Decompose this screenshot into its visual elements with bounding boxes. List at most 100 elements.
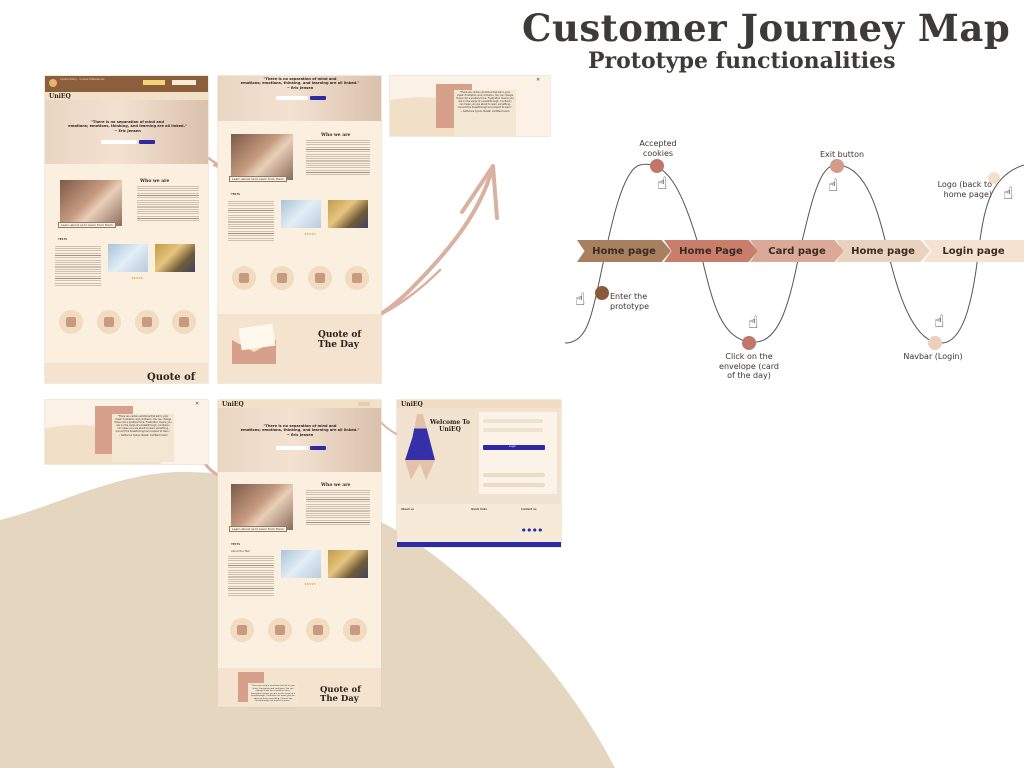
logo[interactable]: UniEQ — [222, 401, 244, 408]
logo[interactable]: UniEQ — [401, 401, 423, 408]
about-test-label: About the Test — [231, 550, 250, 553]
quote-note-small: "There are certain emotions that set in … — [248, 683, 298, 705]
footer-about-us: About us — [401, 508, 415, 511]
screen-home-return: UniEQ "There is no separation of mind an… — [218, 400, 381, 707]
navbar-login-link[interactable] — [358, 402, 370, 406]
team-photo — [60, 180, 122, 226]
step-dot-navbar — [928, 336, 942, 350]
navbar — [218, 400, 381, 408]
tests-heading: TESTS — [231, 193, 241, 196]
feature-circle-1[interactable] — [232, 266, 256, 290]
login-button-label: Login — [509, 445, 516, 448]
feature-circle-2[interactable] — [270, 266, 294, 290]
page-title: Customer Journey Map — [522, 6, 1011, 50]
subscribe-button[interactable] — [139, 140, 155, 144]
feature-circle-3[interactable] — [308, 266, 332, 290]
who-we-are-heading: Who we are — [321, 133, 351, 138]
facebook-login-button[interactable] — [483, 483, 545, 487]
product-thumb-2[interactable] — [328, 550, 368, 578]
photo-caption: Learn about us to learn from them — [229, 176, 287, 182]
product-thumb-1[interactable] — [281, 550, 321, 578]
team-photo — [231, 134, 293, 180]
email-input[interactable] — [101, 140, 137, 144]
feature-circle-2[interactable] — [97, 310, 121, 334]
subscribe-button[interactable] — [310, 446, 326, 450]
product-thumb-2[interactable] — [155, 244, 195, 272]
who-we-are-text — [306, 140, 370, 176]
feature-circle-4[interactable] — [345, 266, 369, 290]
subscribe-button[interactable] — [310, 96, 326, 100]
tests-heading: TESTS — [58, 238, 68, 241]
email-input[interactable] — [276, 446, 308, 450]
navbar — [45, 92, 208, 100]
feature-circle-3[interactable] — [306, 618, 330, 642]
feature-circle-1[interactable] — [59, 310, 83, 334]
cookie-banner — [45, 76, 208, 92]
product-thumb-1[interactable] — [108, 244, 148, 272]
feature-circle-1[interactable] — [230, 618, 254, 642]
product-rating: ★★★★★ — [131, 276, 143, 280]
who-we-are-heading: Who we are — [321, 483, 351, 488]
screen-card-page-2: "There are certain emotions that set in … — [45, 400, 208, 464]
login-form — [479, 412, 557, 494]
who-we-are-text — [137, 186, 199, 222]
close-icon[interactable]: ✕ — [536, 77, 541, 83]
navbar — [397, 400, 561, 408]
pointer-hand-icon: ☝ — [934, 312, 945, 332]
decline-cookies-button[interactable] — [172, 80, 196, 85]
tests-text — [228, 201, 274, 241]
login-button[interactable] — [483, 445, 545, 450]
stage-3: Card page — [750, 240, 844, 262]
cookie-text: Cookie Policy · Cookie Preferences — [60, 78, 105, 81]
pointer-hand-icon: ☝ — [1003, 184, 1014, 204]
email-field[interactable] — [483, 419, 543, 423]
tests-text — [228, 556, 274, 596]
stage-2: Home Page — [664, 240, 758, 262]
product-thumb-1[interactable] — [281, 200, 321, 228]
quote-title-partial: Quote of — [147, 372, 196, 383]
step-label-navbar: Navbar (Login) — [903, 352, 963, 361]
google-login-button[interactable] — [483, 473, 545, 477]
feature-circle-3[interactable] — [135, 310, 159, 334]
logo[interactable]: UniEQ — [49, 93, 71, 100]
feature-circle-2[interactable] — [268, 618, 292, 642]
flow-arrow-head — [460, 164, 499, 220]
step-dot-exit — [830, 159, 844, 173]
feature-circle-4[interactable] — [172, 310, 196, 334]
photo-caption: Learn about us to learn from them — [229, 526, 287, 532]
pointer-hand-icon: ☝ — [828, 176, 839, 196]
pointer-hand-icon: ☝ — [657, 174, 668, 194]
product-thumb-2[interactable] — [328, 200, 368, 228]
step-dot-cookies — [650, 159, 664, 173]
footer-quick-links: Quick links — [471, 508, 487, 511]
quote-note: "There are certain emotions that set in … — [112, 414, 174, 462]
stage-4: Home page — [836, 240, 930, 262]
envelope-letter[interactable] — [238, 323, 276, 351]
product-rating: ★★★★★ — [304, 582, 316, 586]
hero — [218, 408, 381, 472]
accept-cookies-button[interactable] — [143, 80, 165, 85]
footer-bar — [397, 542, 561, 547]
feature-circle-4[interactable] — [343, 618, 367, 642]
cookie-icon — [49, 79, 57, 87]
quote-of-the-day-title: Quote of The Day — [320, 685, 361, 705]
password-field[interactable] — [483, 428, 543, 432]
pointer-hand-icon: ☝ — [575, 290, 586, 310]
quote-of-the-day-title: Quote of The Day — [318, 330, 362, 350]
who-we-are-heading: Who we are — [140, 179, 170, 184]
stage-5: Login page — [923, 240, 1024, 262]
close-icon[interactable]: ✕ — [195, 401, 200, 407]
screen-card-page: "There are certain emotions that set in … — [390, 76, 550, 136]
email-input[interactable] — [276, 96, 308, 100]
quote-section — [45, 363, 208, 383]
who-we-are-text — [306, 490, 370, 526]
social-icons[interactable] — [521, 528, 543, 532]
screen-login-page: UniEQ Welcome To UniEQ Login About us Qu… — [397, 400, 561, 547]
footer — [397, 504, 561, 542]
